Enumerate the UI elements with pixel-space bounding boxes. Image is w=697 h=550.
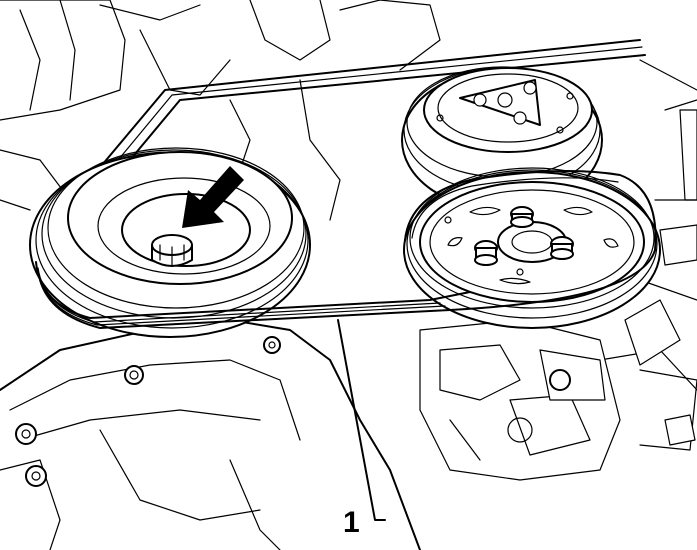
arrow-icon xyxy=(182,166,244,228)
bolt xyxy=(15,423,37,445)
pump-pulley xyxy=(403,167,661,329)
drive-belt xyxy=(35,170,657,329)
pulley-bolts xyxy=(474,206,574,266)
callout-1-leader xyxy=(337,319,386,521)
pump-body xyxy=(419,319,621,481)
bolt xyxy=(25,465,47,487)
bolt xyxy=(263,336,281,354)
lower-housing xyxy=(0,319,421,550)
bolt xyxy=(124,365,144,385)
callout-1-label: 1 xyxy=(343,506,360,539)
